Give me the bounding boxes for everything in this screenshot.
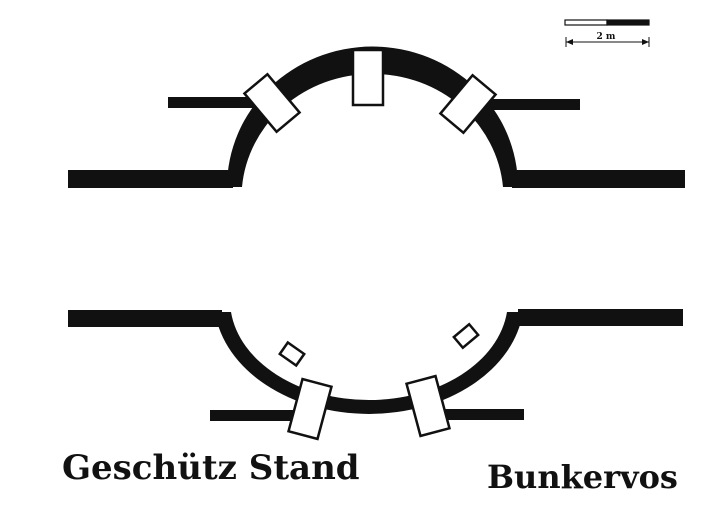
caption-bunkervos: Bunkervos bbox=[487, 458, 678, 496]
scale-bar: 2 m bbox=[564, 19, 650, 47]
scale-bar-label: 2 m bbox=[597, 32, 616, 42]
upper-right-outer-wall bbox=[512, 170, 685, 188]
lower-left-thin-wall bbox=[210, 410, 308, 421]
upper-left-outer-wall bbox=[68, 170, 233, 188]
lower-right-outer-wall bbox=[518, 309, 683, 326]
caption-geschutz-stand: Geschütz Stand bbox=[62, 448, 360, 488]
lower-right-niche bbox=[452, 322, 480, 350]
lower-right-thin-wall bbox=[428, 409, 524, 420]
upper-gun-emplacement bbox=[68, 46, 685, 188]
lower-left-embrasure bbox=[286, 377, 334, 441]
upper-right-thin-wall bbox=[482, 99, 580, 110]
lower-left-niche bbox=[278, 340, 306, 368]
lower-curved-wall bbox=[215, 312, 523, 414]
upper-left-embrasure bbox=[242, 72, 302, 134]
lower-gun-emplacement bbox=[68, 309, 683, 441]
upper-center-embrasure bbox=[351, 48, 385, 107]
upper-left-thin-wall bbox=[168, 97, 268, 108]
upper-right-embrasure bbox=[438, 73, 498, 135]
upper-curved-wall bbox=[227, 46, 518, 187]
lower-right-embrasure bbox=[404, 374, 452, 438]
lower-left-outer-wall bbox=[68, 310, 222, 327]
